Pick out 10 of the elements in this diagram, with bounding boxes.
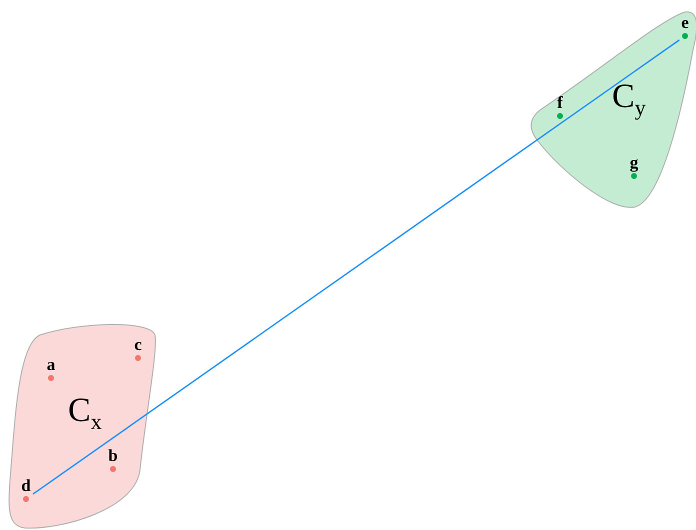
cluster-label: C$_{y}$ xyxy=(612,80,646,122)
cluster-label: C$_{x}$ xyxy=(68,394,102,436)
point-label: d xyxy=(20,479,32,493)
connecting-line xyxy=(32,39,680,495)
point-label: e xyxy=(680,16,690,30)
point-label: c xyxy=(133,338,143,352)
point-label: a xyxy=(46,358,56,372)
point-label: f xyxy=(556,96,564,110)
point-label: b xyxy=(107,449,119,463)
point-label: g xyxy=(628,156,640,170)
